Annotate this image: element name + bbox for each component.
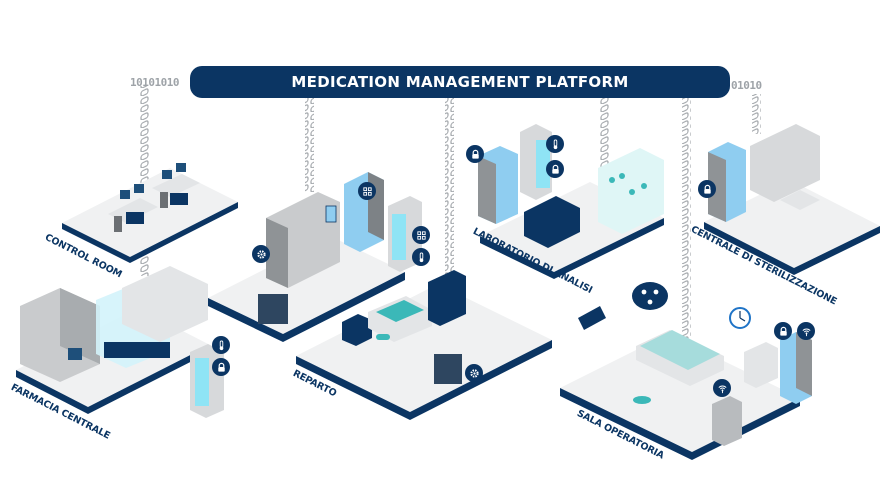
rfid-icon <box>412 226 430 244</box>
platform-title: MEDICATION MANAGEMENT PLATFORM <box>291 73 629 91</box>
data-stream-4 <box>600 98 609 198</box>
wireless-icon <box>797 322 815 340</box>
binary-label-left: 10101010 <box>130 76 179 89</box>
platform-sala-operatoria[interactable] <box>560 282 812 460</box>
platform-title-banner: MEDICATION MANAGEMENT PLATFORM <box>190 66 730 98</box>
lock-icon <box>466 145 484 163</box>
data-stream-5 <box>682 98 691 348</box>
gear-icon <box>465 364 483 382</box>
platform-farmacia-centrale[interactable] <box>16 266 224 418</box>
lock-icon <box>546 160 564 178</box>
data-stream-6 <box>752 94 761 134</box>
platform-laboratorio[interactable] <box>478 124 664 279</box>
gear-icon <box>252 245 270 263</box>
lock-icon <box>774 322 792 340</box>
thermometer-icon <box>212 336 230 354</box>
data-stream-2 <box>305 98 314 192</box>
platform-automation[interactable] <box>208 172 422 342</box>
thermometer-icon <box>546 135 564 153</box>
wireless-icon <box>713 379 731 397</box>
platform-reparto[interactable] <box>296 270 552 420</box>
data-stream-3 <box>445 98 454 278</box>
lock-icon <box>698 180 716 198</box>
lock-icon <box>212 358 230 376</box>
platform-sterilizzazione[interactable] <box>704 124 880 275</box>
platform-control-room[interactable] <box>62 163 238 263</box>
binary-label-right: 01010 <box>731 79 762 92</box>
thermometer-icon <box>412 248 430 266</box>
rfid-icon <box>358 182 376 200</box>
